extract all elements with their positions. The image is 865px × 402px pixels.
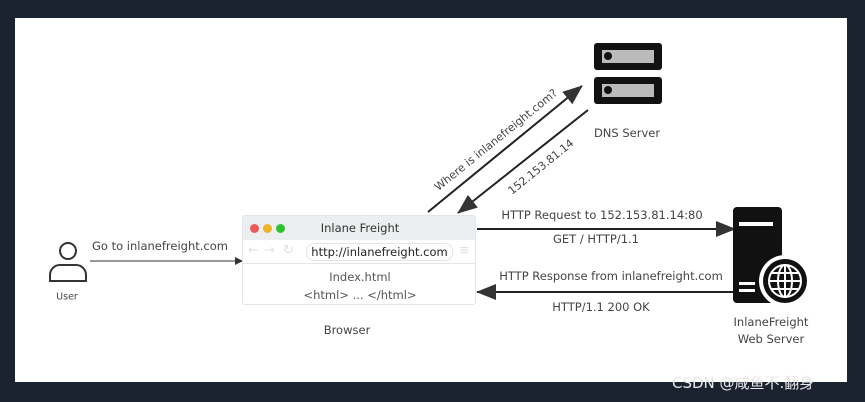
browser-titlebar: Inlane Freight bbox=[243, 216, 475, 240]
address-bar: ← → ↻ http://inlanefreight.com ≡ bbox=[243, 240, 475, 264]
dns-server-label: DNS Server bbox=[593, 126, 661, 140]
close-dot bbox=[250, 224, 259, 233]
diagram-canvas bbox=[15, 18, 847, 382]
dns-server-icon bbox=[594, 43, 662, 104]
browser-title: Inlane Freight bbox=[320, 221, 400, 235]
dns-query-arrow bbox=[427, 85, 583, 213]
page-content: <html> ... </html> bbox=[303, 288, 417, 302]
response-line2: HTTP/1.1 200 OK bbox=[552, 300, 650, 314]
page-filename: Index.html bbox=[329, 270, 391, 284]
web-server-label2: Web Server bbox=[737, 332, 805, 346]
browser-window: Inlane Freight ← → ↻ http://inlanefreigh… bbox=[242, 215, 476, 305]
minimize-dot bbox=[263, 224, 272, 233]
globe-icon bbox=[768, 264, 802, 298]
maximize-dot bbox=[276, 224, 285, 233]
forward-icon: → bbox=[264, 243, 275, 258]
web-server-label1: InlaneFreight bbox=[733, 315, 809, 329]
web-server-icon bbox=[733, 207, 811, 307]
request-line2: GET / HTTP/1.1 bbox=[553, 232, 639, 246]
request-line1: HTTP Request to 152.153.81.14:80 bbox=[501, 208, 703, 222]
dns-answer-arrow bbox=[457, 109, 589, 214]
watermark: CSDN @咸鱼不.翻身 bbox=[672, 374, 815, 392]
browser-label: Browser bbox=[323, 323, 371, 337]
user-arrow-label: Go to inlanefreight.com bbox=[91, 239, 229, 253]
user-icon bbox=[49, 242, 87, 282]
user-label: User bbox=[56, 291, 78, 303]
back-icon: ← bbox=[248, 243, 259, 258]
menu-icon: ≡ bbox=[459, 243, 470, 258]
response-line1: HTTP Response from inlanefreight.com bbox=[499, 269, 723, 283]
url-field: http://inlanefreight.com bbox=[306, 243, 453, 261]
reload-icon: ↻ bbox=[283, 243, 294, 258]
